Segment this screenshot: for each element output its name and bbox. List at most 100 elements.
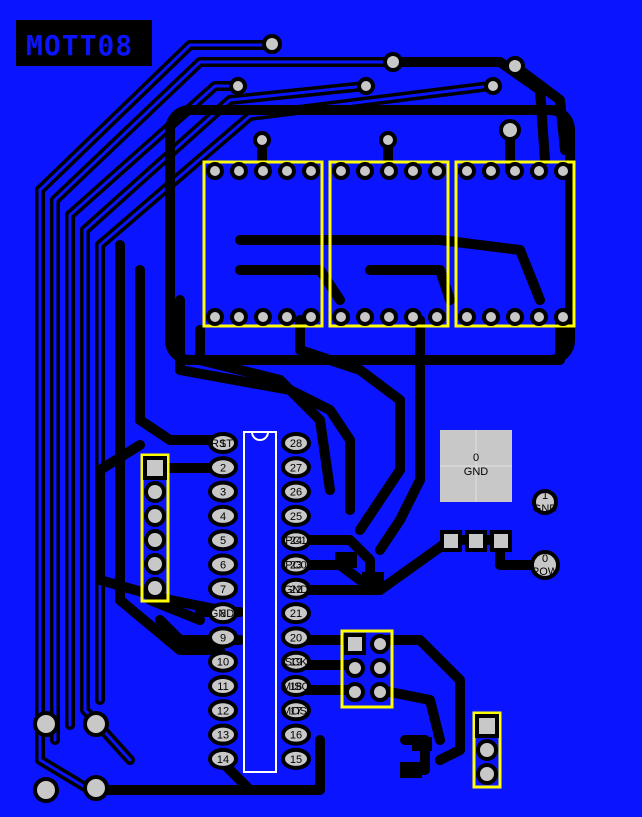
ic-pin-pad [281,699,311,722]
isp-header-outline [340,629,394,709]
ic-pin-pad [281,553,311,576]
ic-right-pin-column: 2827262524PC123PC022GND212019SCK18MISO17… [281,432,311,770]
ic-pin-3: 3 [208,480,238,503]
ic-pin-number: 25 [290,511,302,523]
left-header [140,453,170,603]
ic-pin-number: 6 [220,560,226,572]
ic-pin-number: 5 [220,535,226,547]
ic-pin-number: 9 [220,632,226,644]
ic-pin-pad [208,699,238,722]
ic-pin-number: 10 [217,657,229,669]
via [484,77,502,95]
ic-pin-pad [281,723,311,746]
ic-pin-14: 14 [208,747,238,770]
bottom-left-pads [33,711,109,803]
bottom-right-header [472,711,502,789]
display-pads-bottom [206,308,572,326]
ic-pin-pad [281,456,311,479]
ic-pin-number: 1 [220,438,226,450]
top-vias [229,34,525,149]
via [262,34,282,54]
ic-pin-pad [281,432,311,454]
ic-pin-16: 16 [281,723,311,746]
ic-pin-number: 26 [290,487,302,499]
via [499,119,521,141]
ic-pin-number: 16 [290,730,302,742]
ground-pad-number: 0 [473,452,479,464]
ic-pin-pad [208,675,238,697]
ic-pin-pad [281,577,311,600]
ground-pad-label: GND [464,466,489,478]
ic-pin-function-label: MOSI [282,705,310,717]
ic-pin-21: 21 [281,602,311,625]
ic-pin-number: 22 [290,584,302,596]
ic-pin-13: 13 [208,723,238,746]
ic-pin-number: 7 [220,584,226,596]
board-title: MOTT08 [26,29,133,62]
ic-pin-pad [208,529,238,552]
ic-pin-number: 19 [290,657,302,669]
ic-pin-number: 23 [290,560,302,572]
ic-pin-number: 24 [290,535,302,547]
ic-pin-number: 15 [290,754,302,766]
ic-pin-number: 3 [220,487,226,499]
title-plate [16,20,152,66]
ic-pin-11: 11 [208,675,238,697]
ic-pin-6: 6 [208,553,238,576]
ic-pin-number: 8 [220,608,226,620]
ic-pin-28: 28 [281,432,311,454]
ic-pin-4: 4 [208,504,238,527]
ic-pin-number: 21 [290,608,302,620]
display-footprints [202,160,576,328]
ic-pin-25: 25 [281,504,311,527]
test-pad-pow-label: POW [532,566,559,578]
ic-pin-pad [208,577,238,600]
ic-pin-pad [208,626,238,649]
ic-pin-9: 9 [208,626,238,649]
via [229,77,247,95]
test-pad-pow-number: 0 [542,553,548,565]
smd-pads [335,552,432,778]
ic-pin-pad [208,723,238,746]
ic-pin-20: 20 [281,626,311,649]
test-pad-gnd-label: GND [533,503,558,515]
ic-pin-function-label: GND [284,584,309,596]
test-pad-gnd: 1 GND [532,489,558,515]
ic-pin-5: 5 [208,529,238,552]
via [379,131,397,149]
ic-pin-number: 20 [290,632,302,644]
ic-pin-pad [208,553,238,576]
ic-pin-10: 10 [208,650,238,673]
left-header-pin-1 [143,456,167,480]
board-title-block: MOTT08 [16,20,152,66]
ic-pin-12: 12 [208,699,238,722]
via [253,131,271,149]
ic-pin-pad [281,480,311,503]
ground-pad: 0 GND [440,430,512,502]
via [383,52,403,72]
ic-pin-function-label: PC0 [285,560,306,572]
ic-pin-pad [281,504,311,527]
ic-pin-number: 28 [290,438,302,450]
ic-pin-27: 27 [281,456,311,479]
test-pad-gnd-number: 1 [542,490,548,502]
ic-notch [251,431,269,441]
ic-pin-pad [208,504,238,527]
via [505,56,525,76]
ic-pin-pad [281,675,311,697]
ic-pin-15: 15 [281,747,311,770]
regulator-footprint [440,530,512,552]
ic-pin-number: 14 [217,754,229,766]
ic-pin-number: 2 [220,462,226,474]
ic-outline [243,431,277,773]
ic-pin-26: 26 [281,480,311,503]
